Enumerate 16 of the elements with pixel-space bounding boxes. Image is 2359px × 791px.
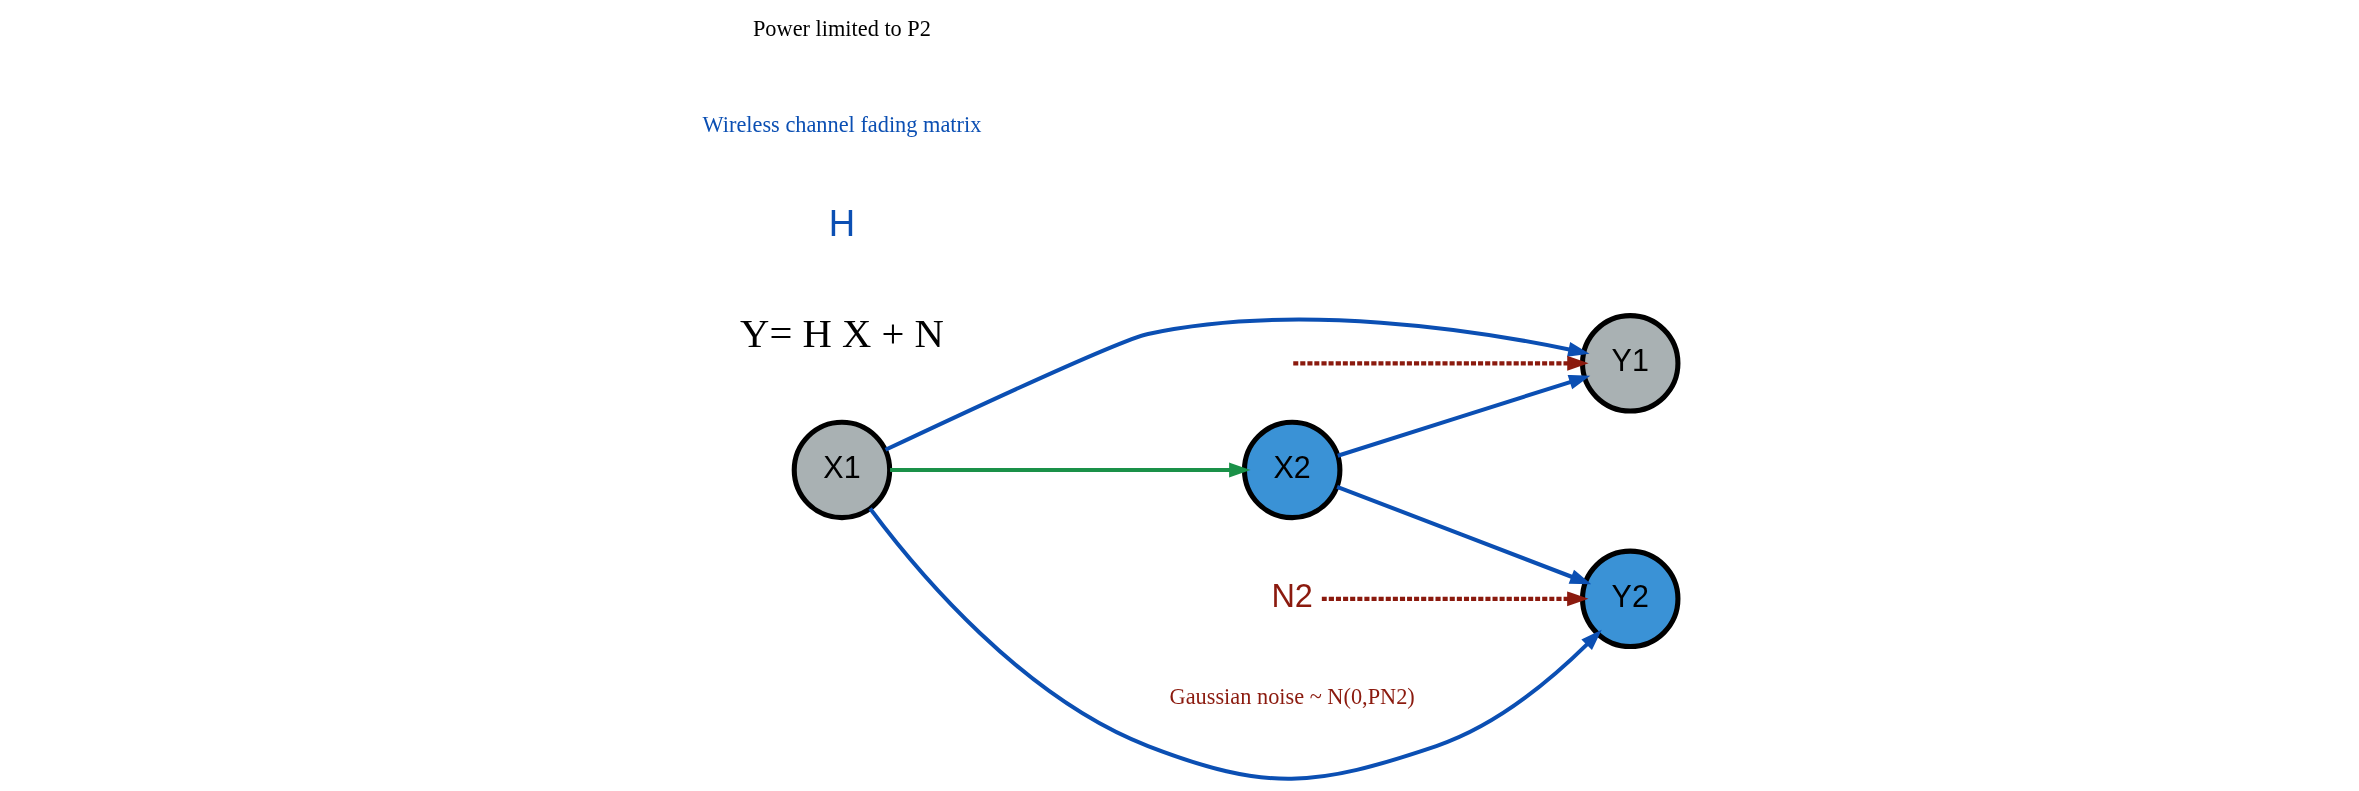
label: H bbox=[828, 203, 855, 245]
node-text: N2 bbox=[1270, 578, 1313, 615]
arrow bbox=[1321, 591, 1588, 607]
arrow bbox=[889, 462, 1250, 478]
arrow bbox=[1335, 484, 1591, 585]
arrow bbox=[884, 317, 1589, 452]
arrow bbox=[1292, 342, 1589, 371]
label: Power limited to P2 bbox=[752, 16, 931, 42]
arrow bbox=[868, 507, 1602, 781]
node-circle: X1 bbox=[791, 419, 892, 521]
node-label: Gaussian noise ~ N(0,PN2) bbox=[1169, 684, 1415, 710]
label: Y= H X + N bbox=[739, 311, 944, 357]
node-circle: Y1 bbox=[1579, 313, 1680, 414]
node-circle: X2 bbox=[1241, 419, 1342, 521]
arrow bbox=[1336, 375, 1590, 458]
label: Wireless channel fading matrix bbox=[702, 111, 981, 137]
